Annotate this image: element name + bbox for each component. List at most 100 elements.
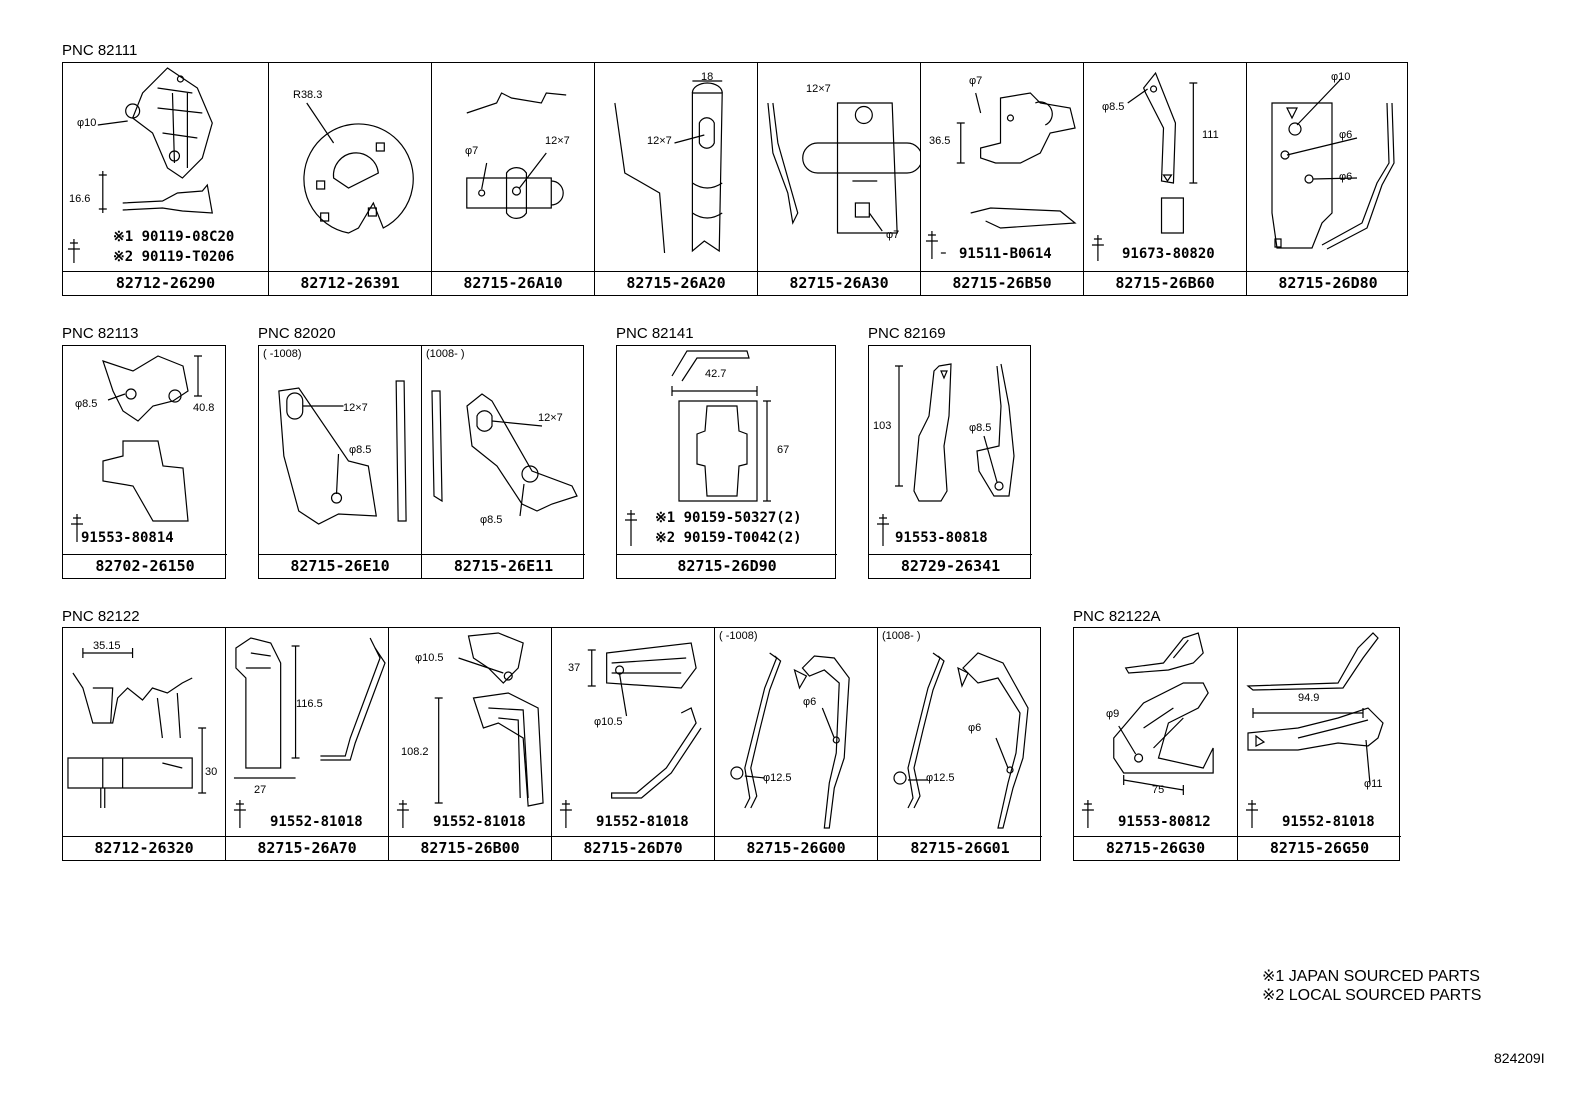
part-cell[interactable]: φ10.5 108.2 91552-81018 82715-26B00 [389, 628, 552, 860]
dim-label: ( -1008) [263, 348, 302, 360]
dim-label: φ8.5 [1102, 101, 1125, 113]
dim-label: 12×7 [806, 83, 831, 95]
bracket-drawing [715, 628, 877, 836]
bolt-number: 91552-81018 [270, 814, 363, 830]
bolt-number: 91553-80812 [1118, 814, 1211, 830]
part-cell[interactable]: φ9 75 91553-80812 82715-26G30 [1074, 628, 1238, 860]
group-label-82113: PNC 82113 [62, 325, 139, 342]
part-cell[interactable]: φ10 16.6 ※1 90119-08C20 ※2 90119-T0206 8… [63, 63, 269, 295]
dim-label: φ6 [1339, 129, 1353, 141]
part-cell[interactable]: 42.7 67 ※1 90159-50327(2) ※2 90159-T0042… [617, 346, 837, 578]
note-japan: ※1 90119-08C20 [113, 229, 235, 245]
dim-label: 94.9 [1298, 692, 1320, 704]
part-cell[interactable]: (1008- ) 12×7 φ8.5 82715-26E11 [422, 346, 585, 578]
part-cell[interactable]: φ8.5 40.8 91553-80814 82702-26150 [63, 346, 227, 578]
dim-label: 35.15 [93, 640, 121, 652]
bolt-number: 91553-80814 [81, 530, 174, 546]
note-local: ※2 90159-T0042(2) [655, 530, 802, 546]
part-cell[interactable]: φ10 φ6 φ6 82715-26D80 [1247, 63, 1409, 295]
bracket-drawing [226, 628, 388, 836]
legend: ※1 JAPAN SOURCED PARTS ※2 LOCAL SOURCED … [1262, 967, 1481, 1005]
dim-label: 36.5 [929, 135, 951, 147]
part-cell[interactable]: φ8.5 111 91673-80820 82715-26B60 [1084, 63, 1247, 295]
dim-label: φ6 [803, 696, 817, 708]
part-number[interactable]: 82715-26B00 [389, 836, 551, 860]
dim-label: 67 [777, 444, 790, 456]
part-number[interactable]: 82715-26E11 [422, 554, 585, 578]
part-number[interactable]: 82712-26290 [63, 271, 268, 295]
bolt-number: 91552-81018 [1282, 814, 1375, 830]
part-number[interactable]: 82715-26D90 [617, 554, 837, 578]
bolt-number: 91511-B0614 [959, 246, 1052, 262]
bracket-drawing [617, 346, 837, 554]
bracket-drawing [1238, 628, 1401, 836]
dim-label: φ8.5 [75, 398, 98, 410]
part-number[interactable]: 82715-26B50 [921, 271, 1083, 295]
part-cell[interactable]: 12×7 φ7 82715-26A30 [758, 63, 921, 295]
dim-label: 12×7 [538, 412, 563, 424]
part-number[interactable]: 82715-26G30 [1074, 836, 1237, 860]
bracket-drawing [921, 63, 1083, 271]
dim-label: 108.2 [401, 746, 429, 758]
bracket-drawing [1074, 628, 1237, 836]
dim-label: R38.3 [293, 89, 323, 101]
part-number[interactable]: 82712-26391 [269, 271, 431, 295]
dim-label: (1008- ) [882, 630, 921, 642]
note-local: ※2 90119-T0206 [113, 249, 235, 265]
dim-label: φ6 [968, 722, 982, 734]
bracket-drawing [869, 346, 1032, 554]
part-number[interactable]: 82715-26G00 [715, 836, 877, 860]
legend-local: ※2 LOCAL SOURCED PARTS [1262, 987, 1482, 1004]
part-cell[interactable]: 35.15 30 82712-26320 [63, 628, 226, 860]
bracket-drawing [422, 346, 585, 554]
part-cell[interactable]: 18 12×7 82715-26A20 [595, 63, 758, 295]
dim-label: φ12.5 [926, 772, 955, 784]
part-number[interactable]: 82715-26E10 [259, 554, 421, 578]
part-cell[interactable]: φ7 12×7 82715-26A10 [432, 63, 595, 295]
part-number[interactable]: 82715-26A10 [432, 271, 594, 295]
dim-label: φ10 [77, 117, 97, 129]
dim-label: (1008- ) [426, 348, 465, 360]
part-number[interactable]: 82715-26G50 [1238, 836, 1401, 860]
dim-label: φ6 [1339, 171, 1353, 183]
part-number[interactable]: 82715-26D80 [1247, 271, 1409, 295]
part-number[interactable]: 82715-26A70 [226, 836, 388, 860]
part-number[interactable]: 82712-26320 [63, 836, 225, 860]
dim-label: φ7 [886, 229, 900, 241]
group-label-82111: PNC 82111 [62, 42, 138, 59]
dim-label: φ10.5 [594, 716, 623, 728]
part-cell[interactable]: (1008- ) φ6 φ12.5 82715-26G01 [878, 628, 1042, 860]
dim-label: φ11 [1364, 778, 1383, 790]
group-label-82122a: PNC 82122A [1073, 608, 1161, 625]
dim-label: φ12.5 [763, 772, 792, 784]
part-number[interactable]: 82715-26D70 [552, 836, 714, 860]
dim-label: 12×7 [647, 135, 672, 147]
part-cell[interactable]: φ7 36.5 91511-B0614 82715-26B50 [921, 63, 1084, 295]
part-number[interactable]: 82702-26150 [63, 554, 227, 578]
bracket-drawing [432, 63, 594, 271]
part-cell[interactable]: R38.3 82712-26391 [269, 63, 432, 295]
parts-table-82169: 103 φ8.5 91553-80818 82729-26341 [868, 345, 1032, 579]
dim-label: φ9 [1106, 708, 1120, 720]
group-label-82122: PNC 82122 [62, 608, 140, 625]
note-japan: ※1 90159-50327(2) [655, 510, 802, 526]
dim-label: φ8.5 [969, 422, 992, 434]
group-label-82169: PNC 82169 [868, 325, 946, 342]
dim-label: φ10.5 [415, 652, 444, 664]
part-number[interactable]: 82729-26341 [869, 554, 1032, 578]
part-cell[interactable]: ( -1008) 12×7 φ8.5 82715-26E10 [259, 346, 422, 578]
part-number[interactable]: 82715-26A30 [758, 271, 920, 295]
part-cell[interactable]: 103 φ8.5 91553-80818 82729-26341 [869, 346, 1032, 578]
dim-label: 30 [205, 766, 218, 778]
part-cell[interactable]: 37 φ10.5 91552-81018 82715-26D70 [552, 628, 715, 860]
dim-label: 12×7 [343, 402, 368, 414]
part-number[interactable]: 82715-26B60 [1084, 271, 1246, 295]
part-cell[interactable]: 94.9 φ11 91552-81018 82715-26G50 [1238, 628, 1401, 860]
bolt-number: 91552-81018 [433, 814, 526, 830]
bolt-number: 91552-81018 [596, 814, 689, 830]
part-cell[interactable]: 116.5 27 91552-81018 82715-26A70 [226, 628, 389, 860]
part-number[interactable]: 82715-26G01 [878, 836, 1042, 860]
part-cell[interactable]: ( -1008) φ6 φ12.5 82715-26G00 [715, 628, 878, 860]
part-number[interactable]: 82715-26A20 [595, 271, 757, 295]
dim-label: φ7 [465, 145, 479, 157]
